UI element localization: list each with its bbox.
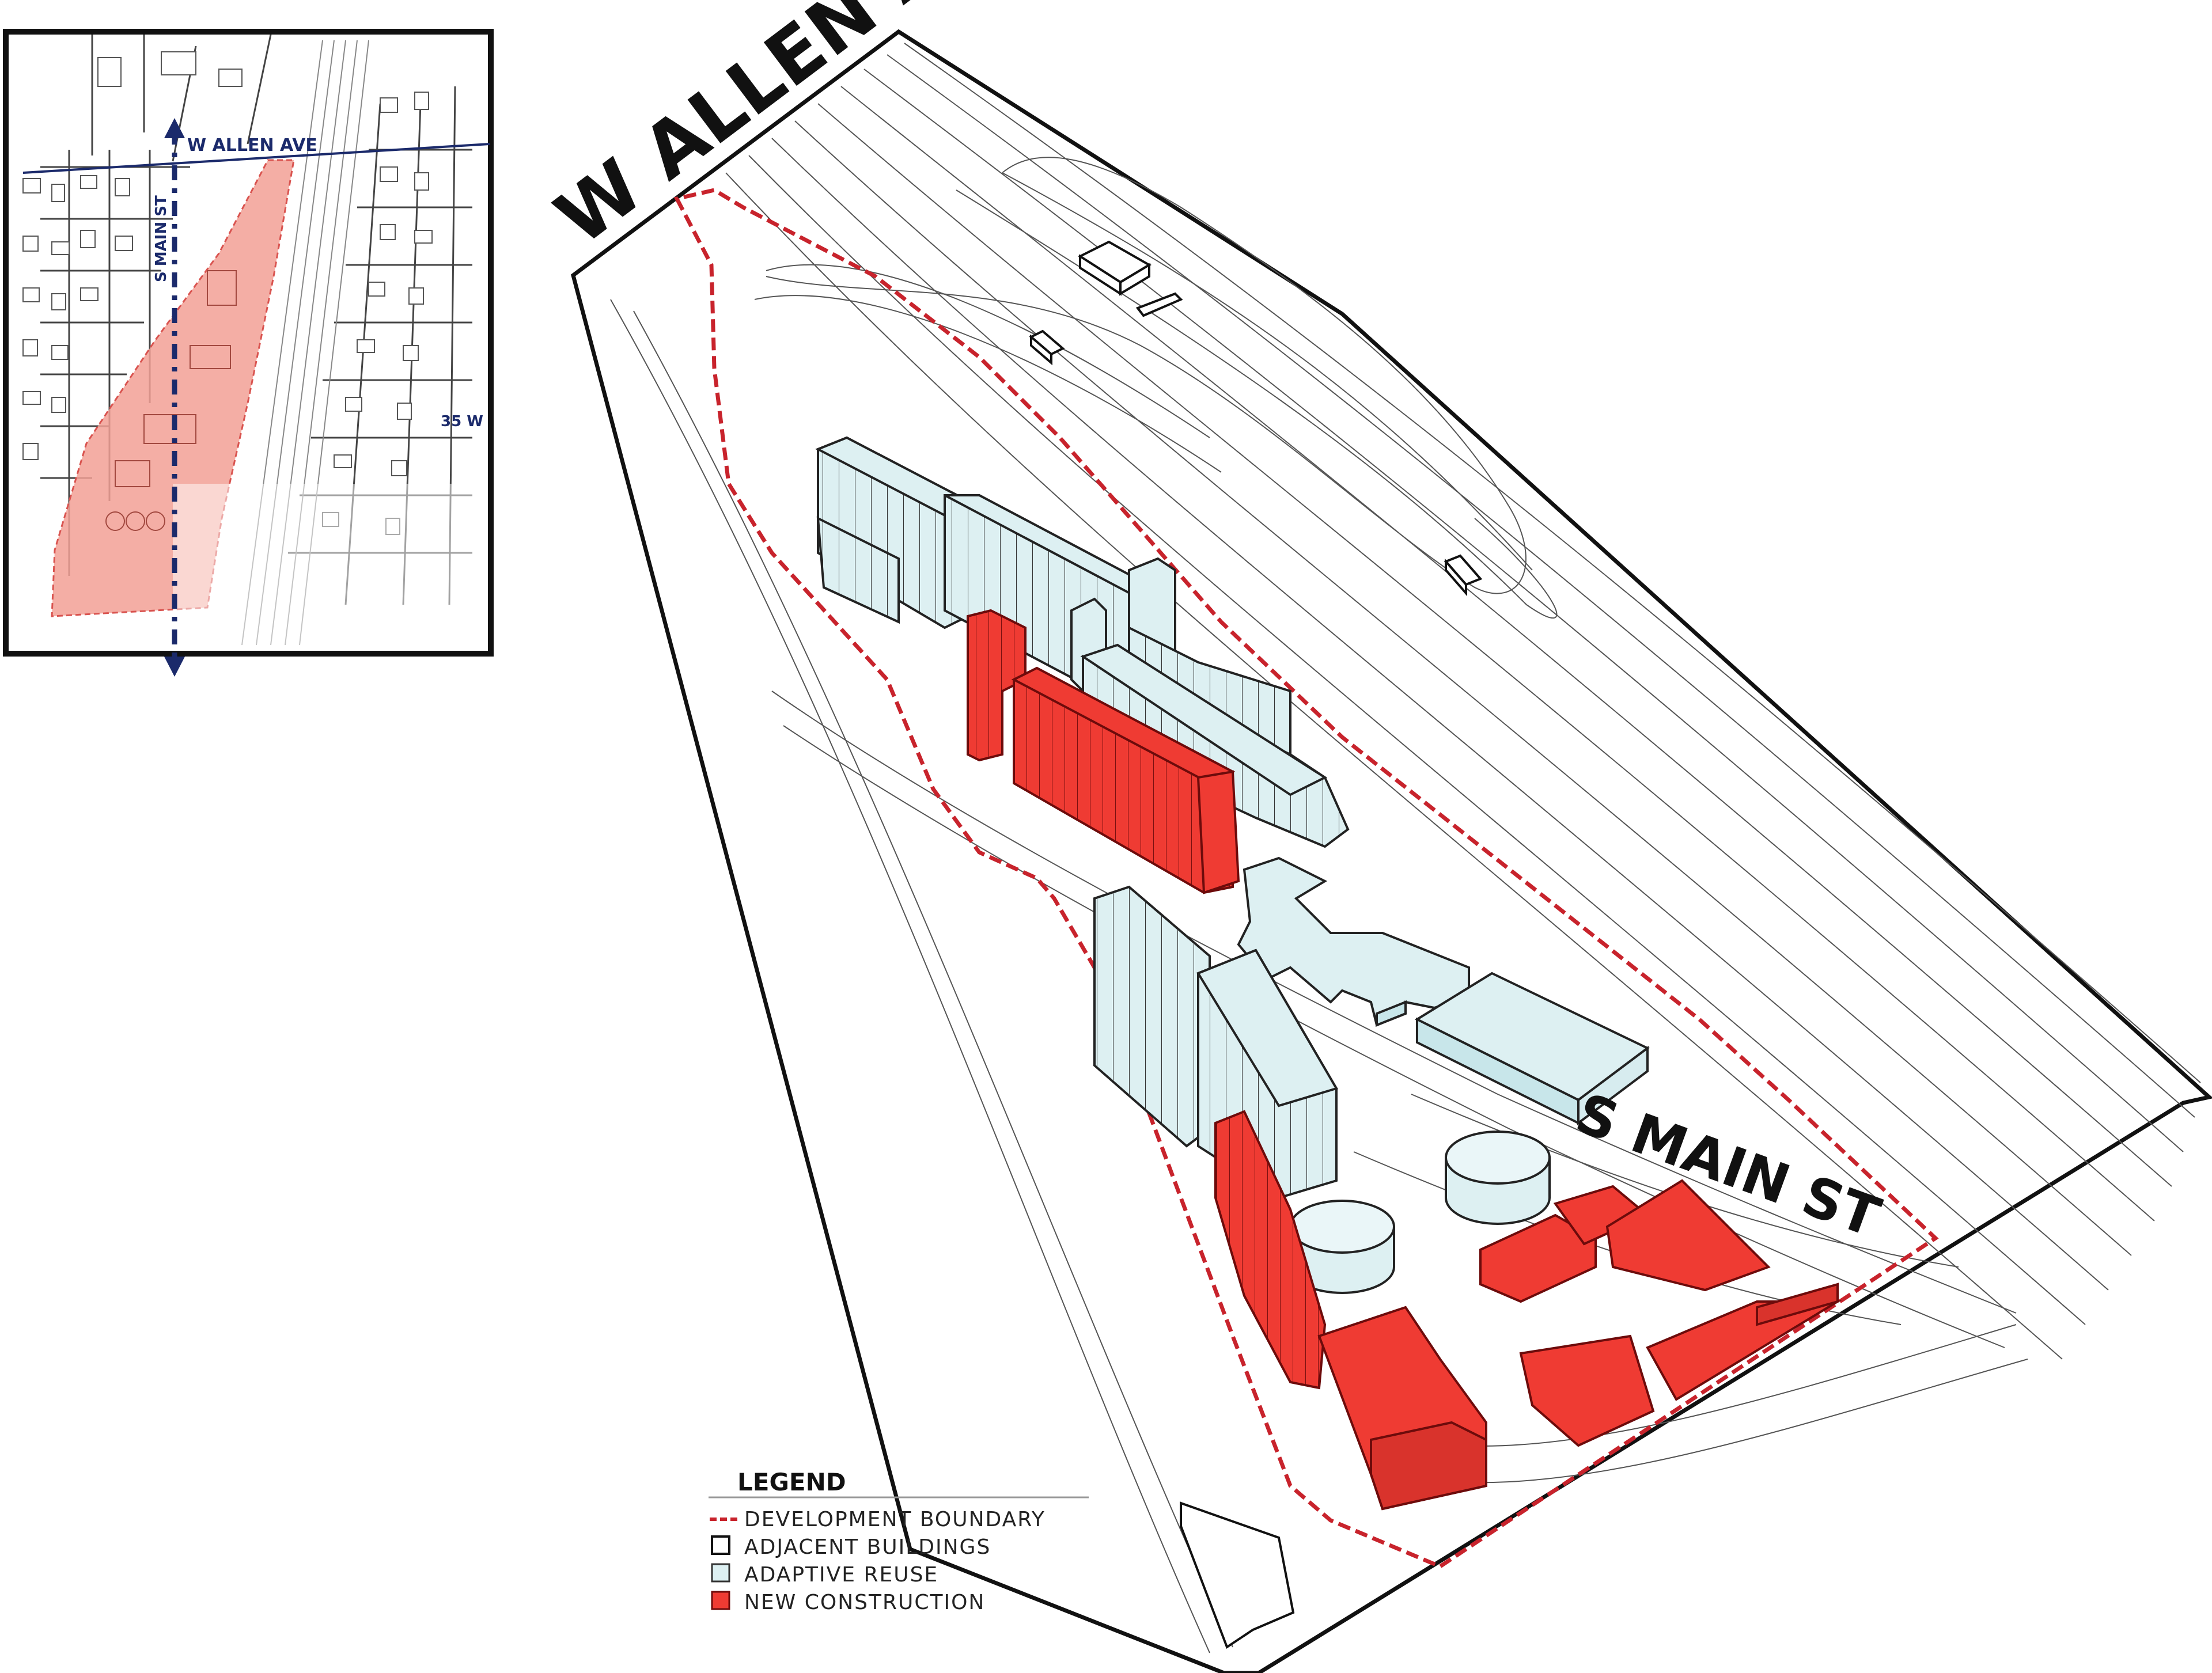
- adjacent-buildings: [1029, 240, 1483, 1649]
- legend-light-blue-square-swatch: [711, 1563, 730, 1583]
- inset-fade: [173, 484, 472, 651]
- legend-label: ADJACENT BUILDINGS: [744, 1535, 991, 1559]
- new-construction-north: [967, 609, 1240, 894]
- adaptive-reuse-warehouse: [1414, 972, 1650, 1125]
- inset-w-allen-ave-label: W ALLEN AVE: [187, 135, 317, 155]
- legend-item-new-construction: NEW CONSTRUCTION: [711, 1591, 985, 1614]
- inset-s-main-st-axis: [164, 118, 185, 677]
- rail-tracks: [610, 43, 2201, 1653]
- inset-site-buildings: [105, 270, 237, 531]
- legend-outline-square-swatch: [711, 1535, 730, 1555]
- legend-title: LEGEND: [737, 1468, 846, 1496]
- legend-label: DEVELOPMENT BOUNDARY: [744, 1508, 1046, 1531]
- north-parking-loop: [766, 157, 1527, 594]
- legend-item-adjacent-buildings: ADJACENT BUILDINGS: [711, 1535, 991, 1559]
- legend-item-development-boundary: DEVELOPMENT BOUNDARY: [710, 1508, 1046, 1531]
- legend-label: ADAPTIVE REUSE: [744, 1563, 938, 1587]
- inset-interstate-label: 35 W: [441, 413, 483, 430]
- inset-w-allen-ave-road: [22, 143, 490, 174]
- legend: LEGEND DEVELOPMENT BOUNDARY ADJACENT BUI…: [709, 1468, 1089, 1614]
- legend-item-adaptive-reuse: ADAPTIVE REUSE: [711, 1563, 938, 1587]
- inset-map: W ALLEN AVE S MAIN ST 35 W: [3, 29, 494, 677]
- inset-parcels: [22, 51, 433, 535]
- adaptive-reuse-tank-east: [1445, 1130, 1551, 1225]
- development-boundary: [673, 188, 1939, 1569]
- legend-red-square-swatch: [711, 1591, 730, 1610]
- site-plan: W ALLEN AVE S MAIN ST: [540, 0, 2212, 1673]
- inset-s-main-st-label: S MAIN ST: [153, 195, 170, 282]
- parcel-outline: [571, 29, 2212, 1673]
- new-construction-south: [1214, 1110, 1842, 1511]
- inset-rail-lines: [241, 40, 369, 646]
- legend-label: NEW CONSTRUCTION: [744, 1591, 985, 1614]
